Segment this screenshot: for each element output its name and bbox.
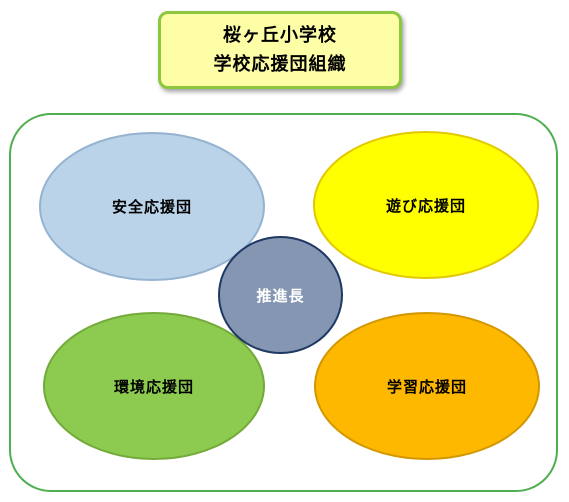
promotion-leader: 推進長 [218, 236, 343, 354]
safety-support-group: 安全応援団 [39, 132, 265, 281]
promotion-leader-label: 推進長 [256, 286, 305, 305]
play-support-group-label: 遊び応援団 [385, 196, 466, 215]
play-support-group: 遊び応援団 [313, 131, 539, 279]
study-support-group-label: 学習応援団 [386, 377, 467, 396]
study-support-group: 学習応援団 [314, 312, 540, 460]
title-box: 桜ヶ丘小学校 学校応援団組織 [158, 11, 402, 89]
environment-support-group-label: 環境応援団 [113, 377, 194, 396]
title-school-name: 桜ヶ丘小学校 [223, 25, 337, 46]
title-organization: 学校応援団組織 [213, 54, 347, 75]
safety-support-group-label: 安全応援団 [111, 198, 192, 216]
environment-support-group: 環境応援団 [43, 312, 265, 460]
